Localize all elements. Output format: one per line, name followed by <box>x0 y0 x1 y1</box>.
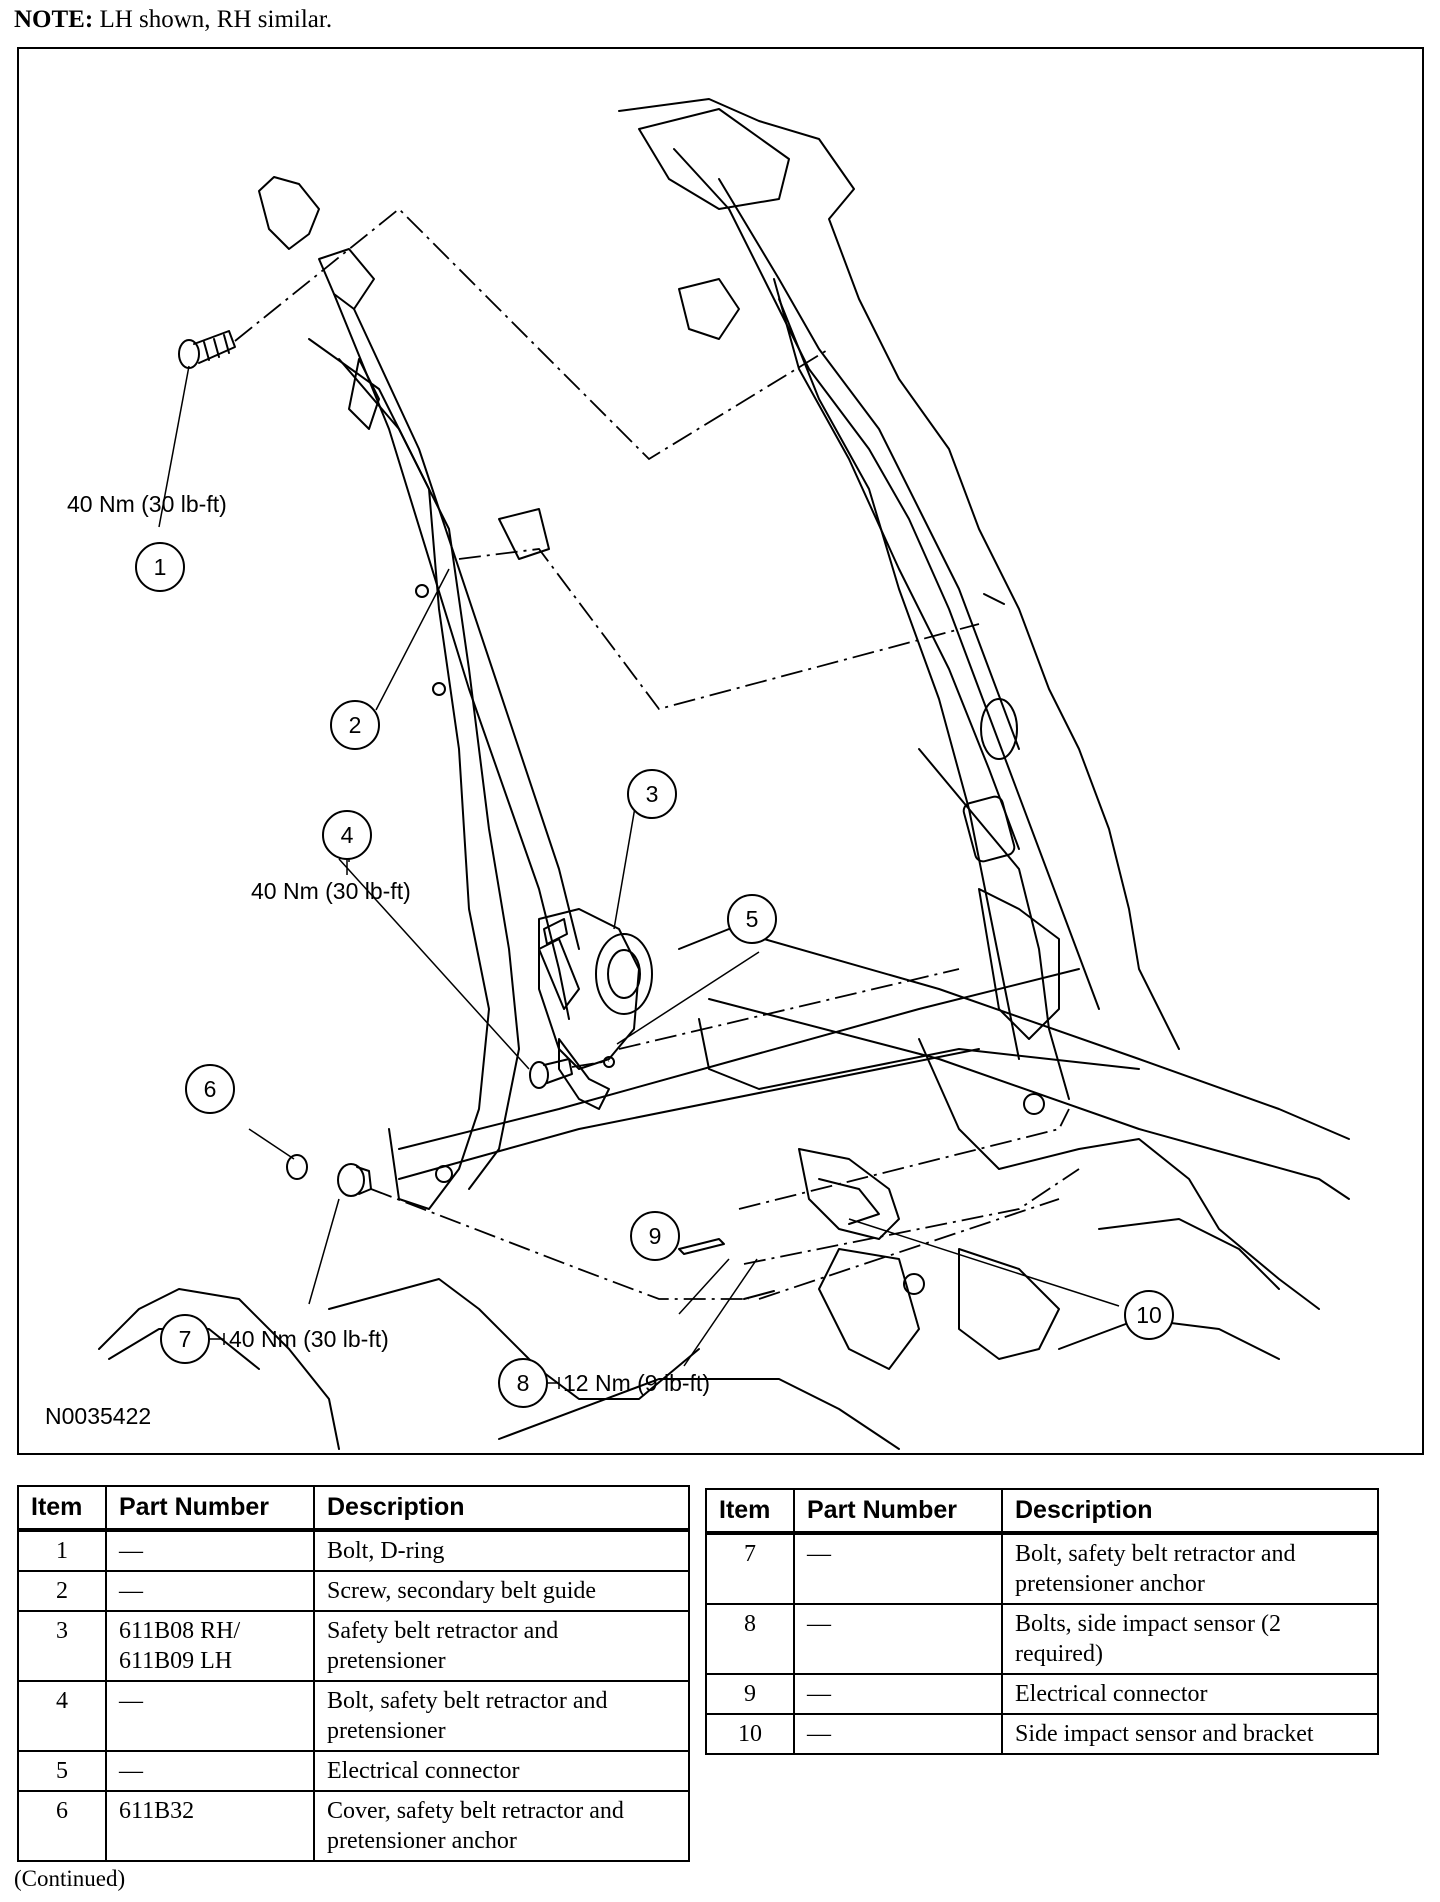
row-item: 6 <box>17 1790 107 1862</box>
row-desc: Bolts, side impact sensor (2 required) <box>1001 1603 1379 1675</box>
callout-circle-10 <box>1124 1290 1174 1340</box>
exploded-view-diagram: 1 2 3 4 5 6 7 8 9 10 40 Nm (30 lb-ft) 40… <box>17 47 1424 1455</box>
row-part: — <box>105 1680 315 1752</box>
callout-numbers: 1 2 3 4 5 6 7 8 9 10 <box>154 554 1162 1396</box>
row-desc: Electrical connector <box>313 1750 690 1792</box>
row-desc: Bolt, safety belt retractor and pretensi… <box>1001 1532 1379 1605</box>
header-item: Item <box>17 1485 107 1532</box>
row-part: — <box>793 1673 1003 1715</box>
torque-labels: 40 Nm (30 lb-ft) 40 Nm (30 lb-ft) 40 Nm … <box>67 491 710 1396</box>
row-desc: Bolt, safety belt retractor and pretensi… <box>313 1680 690 1752</box>
row-desc: Cover, safety belt retractor and pretens… <box>313 1790 690 1862</box>
row-part: — <box>793 1532 1003 1605</box>
retractor-pretensioner <box>538 908 653 1110</box>
row-item: 4 <box>17 1680 107 1752</box>
row-item: 3 <box>17 1610 107 1682</box>
row-part: — <box>105 1529 315 1572</box>
torque-label-7: 40 Nm (30 lb-ft) <box>229 1326 389 1352</box>
table-row: 4—Bolt, safety belt retractor and preten… <box>17 1680 690 1752</box>
callout-4: 4 <box>341 822 354 848</box>
row-desc: Screw, secondary belt guide <box>313 1570 690 1612</box>
parts-table-left: Item Part Number Description 1—Bolt, D-r… <box>17 1485 690 1862</box>
anchor-bolt <box>337 1163 372 1197</box>
row-part: 611B08 RH/ 611B09 LH <box>105 1610 315 1682</box>
callout-leaders <box>158 365 1120 1367</box>
header-description: Description <box>1001 1488 1379 1535</box>
b-pillar <box>618 98 1180 1100</box>
callout-circle-1 <box>135 542 185 592</box>
callout-6: 6 <box>204 1076 217 1102</box>
note-text: LH shown, RH similar. <box>99 6 333 33</box>
row-item: 1 <box>17 1529 107 1572</box>
row-desc: Side impact sensor and bracket <box>1001 1713 1379 1755</box>
callout-5: 5 <box>746 906 759 932</box>
continued-note: (Continued) <box>14 1866 126 1891</box>
row-desc: Safety belt retractor and pretensioner <box>313 1610 690 1682</box>
row-part: — <box>105 1750 315 1792</box>
callout-circle-9 <box>630 1211 680 1261</box>
row-part: 611B32 <box>105 1790 315 1862</box>
header-part-number: Part Number <box>793 1488 1003 1535</box>
callout-circle-6 <box>185 1064 235 1114</box>
row-item: 2 <box>17 1570 107 1612</box>
torque-label-1: 40 Nm (30 lb-ft) <box>67 491 227 517</box>
torque-label-8: 12 Nm (9 lb-ft) <box>563 1370 710 1396</box>
table-row: 7—Bolt, safety belt retractor and preten… <box>705 1532 1379 1605</box>
table-row: 2—Screw, secondary belt guide <box>17 1570 690 1612</box>
leader-lines <box>234 207 1080 1300</box>
table-row: 9—Electrical connector <box>705 1673 1379 1715</box>
callout-circle-3 <box>627 769 677 819</box>
row-desc: Bolt, D-ring <box>313 1529 690 1572</box>
retractor-bolt <box>529 1058 573 1089</box>
seat-belt-webbing <box>258 176 580 1210</box>
row-item: 9 <box>705 1673 795 1715</box>
anchor-cover <box>286 1154 308 1180</box>
row-part: — <box>793 1713 1003 1755</box>
row-item: 7 <box>705 1532 795 1605</box>
callout-2: 2 <box>349 712 362 738</box>
row-item: 5 <box>17 1750 107 1792</box>
header-item: Item <box>705 1488 795 1535</box>
table-row: 1—Bolt, D-ring <box>17 1529 690 1572</box>
row-item: 8 <box>705 1603 795 1675</box>
row-item: 10 <box>705 1713 795 1755</box>
table-row: 5—Electrical connector <box>17 1750 690 1792</box>
callout-stubs <box>209 859 560 1389</box>
callout-1: 1 <box>154 554 167 580</box>
table-row: 8—Bolts, side impact sensor (2 required) <box>705 1603 1379 1675</box>
parts-table-right: Item Part Number Description 7—Bolt, saf… <box>705 1488 1379 1755</box>
callout-7: 7 <box>179 1326 192 1352</box>
diagram-drawing: 1 2 3 4 5 6 7 8 9 10 40 Nm (30 lb-ft) 40… <box>45 98 1350 1450</box>
callout-circle-2 <box>330 700 380 750</box>
callout-8: 8 <box>517 1370 530 1396</box>
callout-circles <box>135 542 1174 1408</box>
callout-10: 10 <box>1136 1302 1162 1328</box>
row-desc: Electrical connector <box>1001 1673 1379 1715</box>
callout-circle-5 <box>727 894 777 944</box>
torque-label-4: 40 Nm (30 lb-ft) <box>251 878 411 904</box>
callout-3: 3 <box>646 781 659 807</box>
callout-9: 9 <box>649 1223 662 1249</box>
note-label: NOTE: <box>14 6 94 33</box>
floor-rocker <box>98 928 1350 1450</box>
table-row: 10—Side impact sensor and bracket <box>705 1713 1379 1755</box>
d-ring-bolt <box>178 330 236 369</box>
header-part-number: Part Number <box>105 1485 315 1532</box>
row-part: — <box>105 1570 315 1612</box>
note-line: NOTE: LH shown, RH similar. <box>14 6 332 34</box>
figure-id: N0035422 <box>45 1403 151 1429</box>
header-description: Description <box>313 1485 690 1532</box>
row-part: — <box>793 1603 1003 1675</box>
